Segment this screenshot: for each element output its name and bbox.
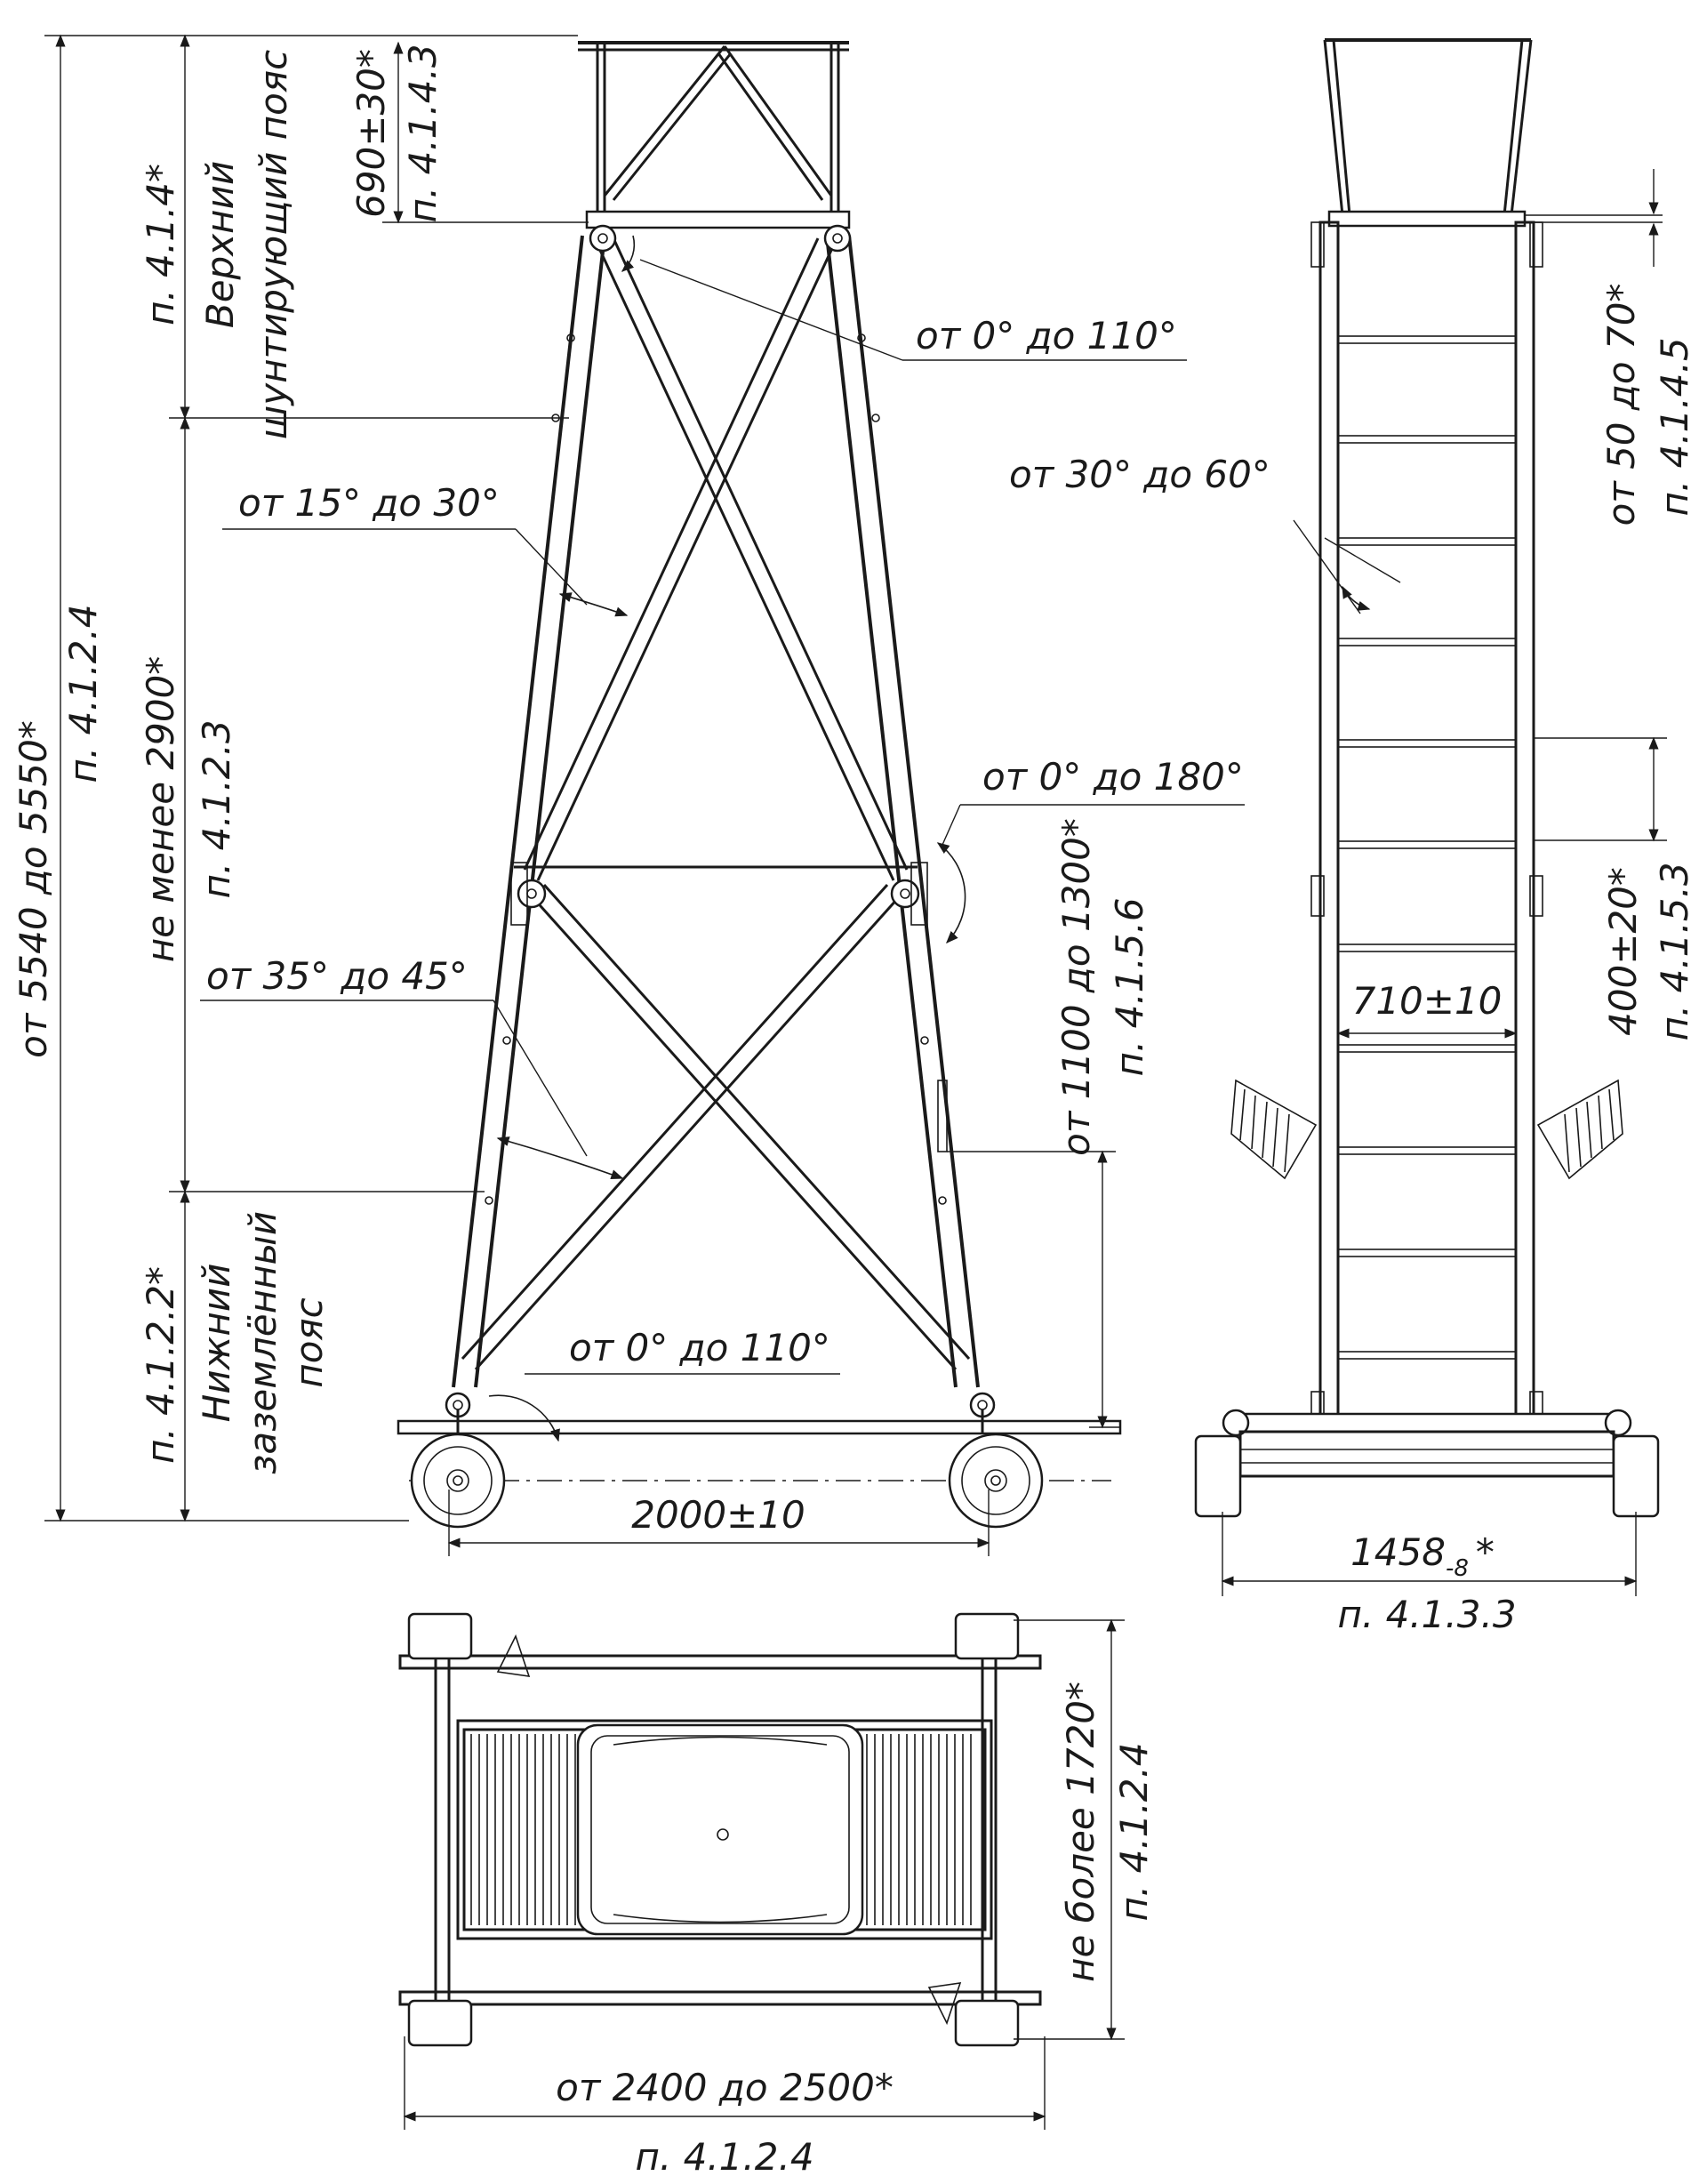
ladder-rung xyxy=(1337,1351,1517,1360)
angle-15-30-label: от 15° до 30° xyxy=(238,481,500,525)
side-base xyxy=(1194,1409,1660,1518)
angle-35-45-label: от 35° до 45° xyxy=(206,954,468,998)
ladder-rung xyxy=(1337,335,1517,344)
top-gap-ref-label: п. 4.1.4.5 xyxy=(1653,337,1696,516)
mid-height-ref-label: п. 4.1.2.3 xyxy=(195,719,238,898)
side-view xyxy=(1194,38,1667,1596)
plan-steps xyxy=(470,1734,972,1925)
ladder-rungs xyxy=(1337,335,1517,1360)
hinge-height-ref-label: п. 4.1.5.6 xyxy=(1108,897,1151,1076)
angle-top-label: от 0° до 110° xyxy=(916,314,1177,357)
ladder-rung xyxy=(1337,840,1517,849)
upper-zone-ref-label: п. 4.1.4* xyxy=(139,164,182,325)
top-railing xyxy=(578,41,851,229)
ladder-rung xyxy=(1337,943,1517,952)
base-frame xyxy=(397,1409,1122,1529)
angle-bottom-label: от 0° до 110° xyxy=(569,1326,830,1369)
lower-zone-ref-label: п. 4.1.2.2* xyxy=(139,1266,182,1464)
side-steps-out xyxy=(1230,1079,1623,1180)
ladder-rung xyxy=(1337,638,1517,646)
side-railing xyxy=(1323,38,1663,228)
track-width-ref-label: п. 4.1.3.3 xyxy=(1337,1593,1516,1636)
step-pitch-ref-label: п. 4.1.5.3 xyxy=(1653,862,1696,1040)
ladder-width-label: 710±10 xyxy=(1352,979,1503,1023)
ladder-rung xyxy=(1337,1146,1517,1155)
cross-braces xyxy=(461,237,971,1371)
ladder-rung xyxy=(1337,739,1517,748)
total-height-label: от 5540 до 5550* xyxy=(12,720,55,1058)
plan-width-label: не более 1720* xyxy=(1059,1682,1102,1982)
lower-zone-title2-label: заземлённый xyxy=(241,1211,284,1474)
angle-0-180-label: от 0° до 180° xyxy=(982,755,1244,799)
total-height-ref-label: п. 4.1.2.4 xyxy=(61,604,105,783)
ladder-rung xyxy=(1337,1249,1517,1257)
ladder xyxy=(1318,221,1535,1429)
plan-length-label: от 2400 до 2500* xyxy=(556,2066,894,2109)
ladder-rung xyxy=(1337,435,1517,444)
hinge-height-label: от 1100 до 1300* xyxy=(1054,818,1098,1156)
wheel-base-label: 2000±10 xyxy=(631,1493,805,1537)
upper-zone-title2-label: шунтирующий пояс xyxy=(252,50,295,439)
front-view xyxy=(44,34,1245,1556)
ladder-rung xyxy=(1337,537,1517,546)
top-gap-label: от 50 до 70* xyxy=(1599,284,1643,526)
plan-length-ref-label: п. 4.1.2.4 xyxy=(635,2135,813,2179)
main-legs xyxy=(452,235,980,1388)
lower-zone-title-label: Нижний xyxy=(195,1264,238,1423)
side-hinges xyxy=(1310,221,1543,1428)
hinges xyxy=(445,224,996,1418)
ladder-rung xyxy=(1337,1044,1517,1053)
upper-zone-title-label: Верхний xyxy=(198,161,242,328)
plan-width-ref-label: п. 4.1.2.4 xyxy=(1112,1742,1156,1921)
railing-height-label: 690±30* xyxy=(349,49,393,218)
mid-height-label: не менее 2900* xyxy=(139,656,182,963)
labels: от 5540 до 5550* п. 4.1.2.4 п. 4.1.4* Ве… xyxy=(12,44,1696,2179)
track-width-label: 1458-8* xyxy=(1350,1530,1495,1582)
lower-zone-title3-label: пояс xyxy=(287,1297,331,1388)
step-pitch-label: 400±20* xyxy=(1601,867,1645,1036)
railing-height-ref-label: п. 4.1.4.3 xyxy=(401,44,445,222)
ladder-angle-label: от 30° до 60° xyxy=(1009,453,1270,496)
plan-view xyxy=(398,1612,1125,2130)
